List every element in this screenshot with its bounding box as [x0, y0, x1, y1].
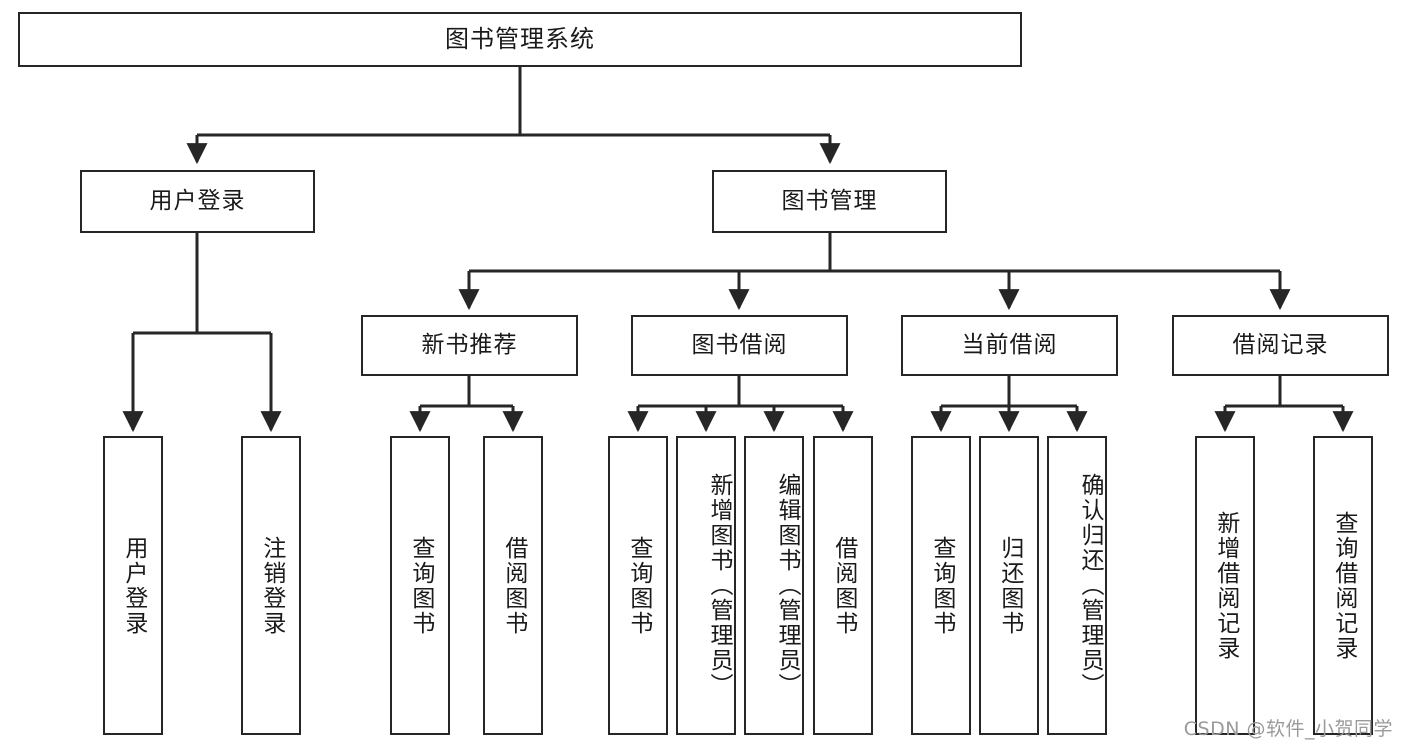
- node-borrow-record[interactable]: 借阅记录: [1172, 315, 1389, 376]
- leaf-query-book-1[interactable]: 查询图书: [390, 436, 450, 735]
- leaf-edit-book[interactable]: 编辑图书（管理员）: [744, 436, 804, 735]
- node-user-login[interactable]: 用户登录: [80, 170, 315, 233]
- node-book-borrow[interactable]: 图书借阅: [631, 315, 848, 376]
- leaf-logout[interactable]: 注销登录: [241, 436, 301, 735]
- leaf-user-login[interactable]: 用户登录: [103, 436, 163, 735]
- leaf-query-book-2[interactable]: 查询图书: [608, 436, 668, 735]
- node-book-manage[interactable]: 图书管理: [712, 170, 947, 233]
- node-root-system[interactable]: 图书管理系统: [18, 12, 1022, 67]
- node-new-book-recommend[interactable]: 新书推荐: [361, 315, 578, 376]
- leaf-add-book[interactable]: 新增图书（管理员）: [676, 436, 736, 735]
- leaf-borrow-book-2[interactable]: 借阅图书: [813, 436, 873, 735]
- leaf-query-record[interactable]: 查询借阅记录: [1313, 436, 1373, 735]
- node-current-borrow[interactable]: 当前借阅: [901, 315, 1118, 376]
- leaf-add-record[interactable]: 新增借阅记录: [1195, 436, 1255, 735]
- leaf-confirm-return[interactable]: 确认归还（管理员）: [1047, 436, 1107, 735]
- csdn-watermark: CSDN @软件_小贺同学: [1183, 718, 1393, 740]
- leaf-return-book[interactable]: 归还图书: [979, 436, 1039, 735]
- leaf-borrow-book-1[interactable]: 借阅图书: [483, 436, 543, 735]
- leaf-query-book-3[interactable]: 查询图书: [911, 436, 971, 735]
